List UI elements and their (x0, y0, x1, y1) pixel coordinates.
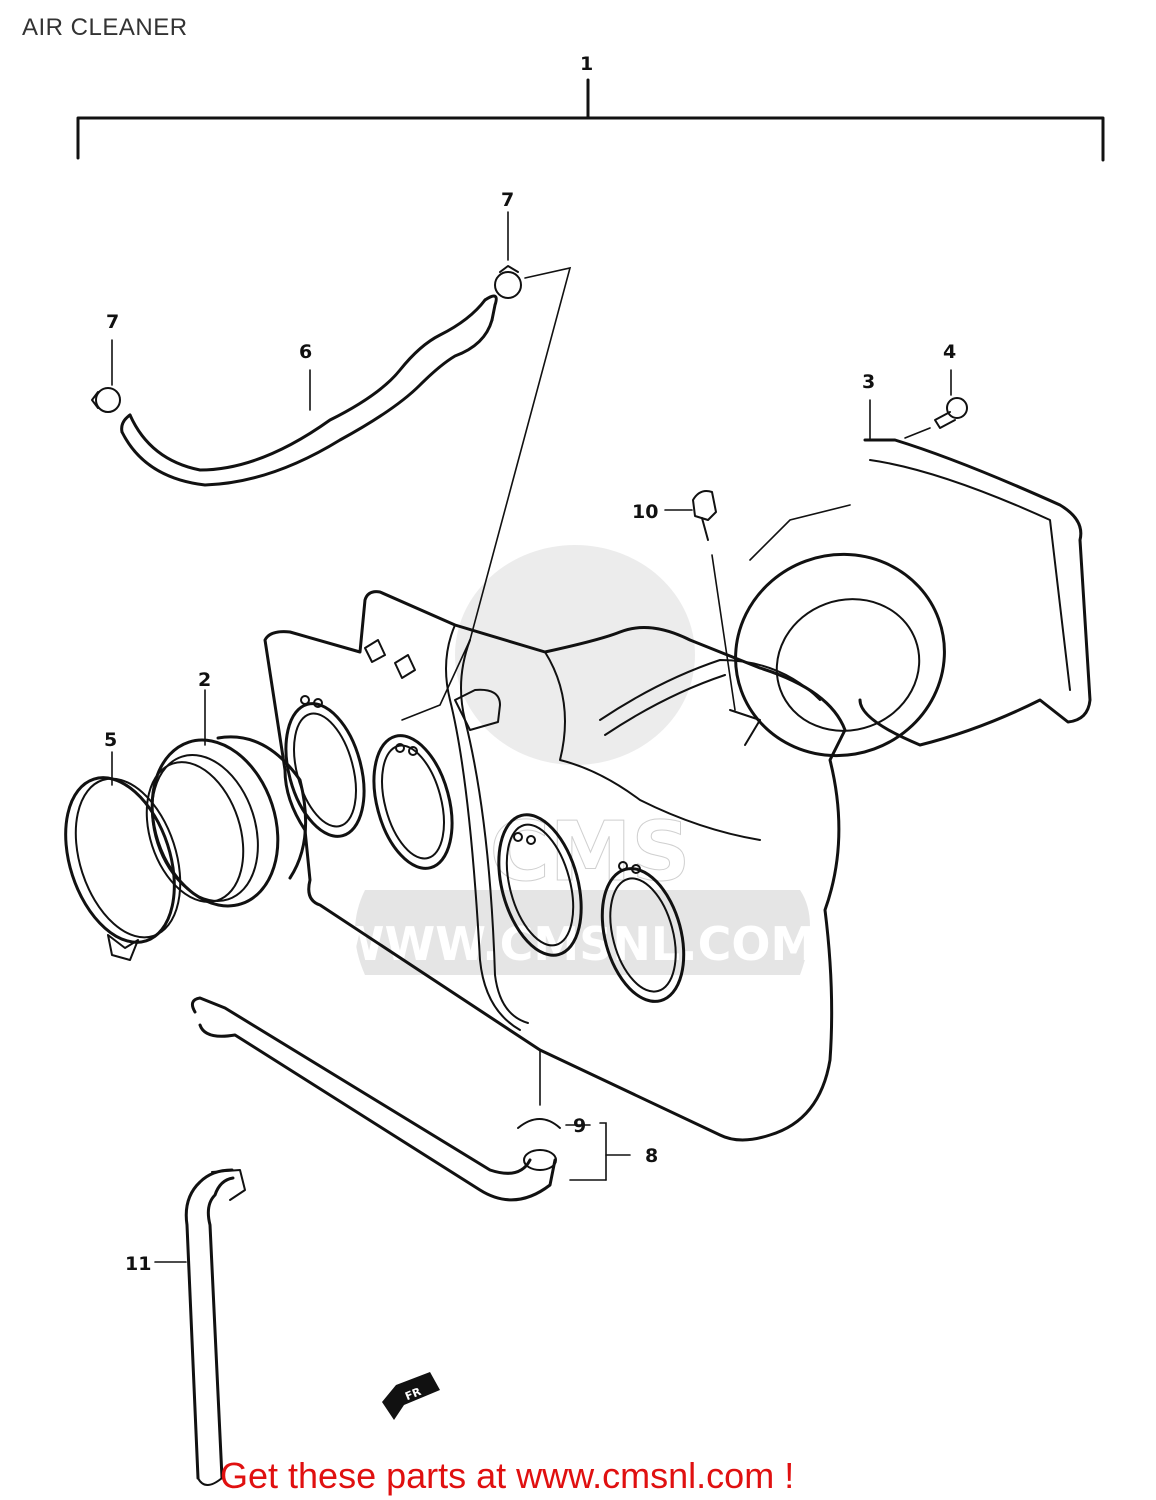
intake-pipe: 2 (145, 669, 308, 908)
watermark-logo: CMS WWW.CMSNL.COM (334, 545, 817, 975)
callout-7-top: 7 (501, 189, 514, 211)
drain-tube: 11 (125, 1168, 246, 1486)
callout-2: 2 (198, 669, 211, 691)
front-clamp: 5 (64, 729, 182, 961)
assembly-bracket: 1 (76, 53, 1105, 162)
callout-8: 8 (645, 1145, 658, 1167)
footer-parts-link[interactable]: Get these parts at www.cmsnl.com ! (220, 1455, 795, 1496)
breather-leader (401, 266, 572, 721)
drain-hose: 9 8 (190, 996, 658, 1202)
callout-7-left: 7 (106, 311, 119, 333)
callout-4: 4 (943, 341, 956, 363)
callout-6: 6 (299, 341, 312, 363)
watermark-url: WWW.CMSNL.COM (334, 917, 817, 971)
fr-label: FR (403, 1385, 423, 1403)
callout-3: 3 (862, 371, 875, 393)
clip-left: 7 (91, 311, 121, 413)
fr-arrow-icon: FR (382, 1372, 440, 1420)
screw: 4 (904, 341, 968, 439)
callout-5: 5 (104, 729, 117, 751)
clip-top: 7 (494, 189, 522, 299)
callout-11: 11 (125, 1253, 151, 1275)
bolt: 10 (632, 490, 761, 746)
air-box (263, 590, 847, 1142)
air-element: 3 (734, 371, 1092, 758)
callout-1: 1 (580, 53, 593, 75)
breather-hose: 6 (120, 294, 498, 487)
page-title: AIR CLEANER (22, 14, 188, 41)
callout-10: 10 (632, 501, 658, 523)
callout-9: 9 (573, 1115, 586, 1137)
